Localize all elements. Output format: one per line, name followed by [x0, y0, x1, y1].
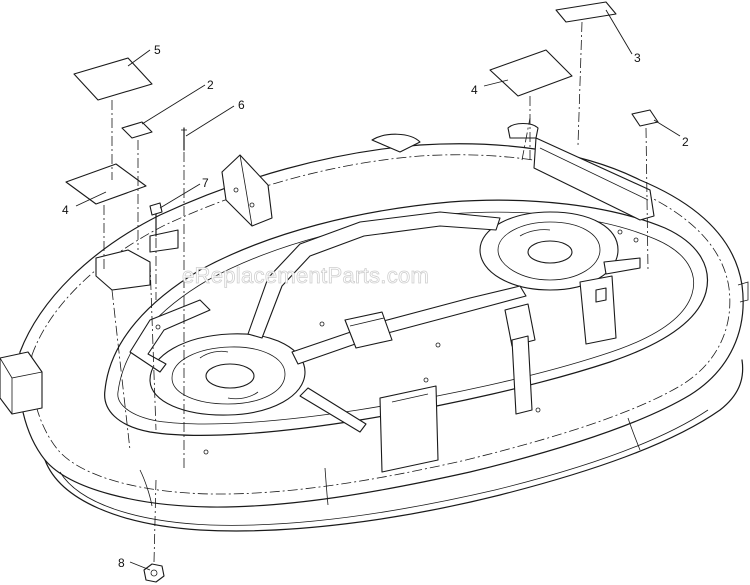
nut-8 [143, 563, 165, 583]
callout-4-right: 4 [471, 83, 478, 97]
decal-4-right [489, 49, 573, 97]
callout-2-left: 2 [207, 78, 214, 92]
callout-6: 6 [238, 98, 245, 112]
decal-2-right [631, 109, 659, 127]
decal-3 [555, 1, 617, 23]
watermark-text: eReplacementParts.com [182, 263, 429, 288]
callouts: 5 2 6 7 4 3 4 2 8 [62, 43, 689, 570]
callout-4-left: 4 [62, 203, 69, 217]
leader-lines [75, 9, 681, 571]
decal-2-left [121, 121, 153, 139]
callout-3: 3 [634, 51, 641, 65]
assembly-lines [103, 21, 649, 563]
deck-brackets [95, 122, 655, 291]
decal-4-left [65, 163, 147, 205]
callout-5: 5 [154, 43, 161, 57]
callout-7: 7 [202, 176, 209, 190]
callout-2-right: 2 [682, 135, 689, 149]
callout-8: 8 [118, 556, 125, 570]
spindle-frame [129, 211, 641, 473]
pin-6 [181, 127, 187, 151]
bolt-7 [149, 202, 163, 237]
mower-deck [0, 143, 749, 532]
decal-5 [73, 57, 153, 101]
